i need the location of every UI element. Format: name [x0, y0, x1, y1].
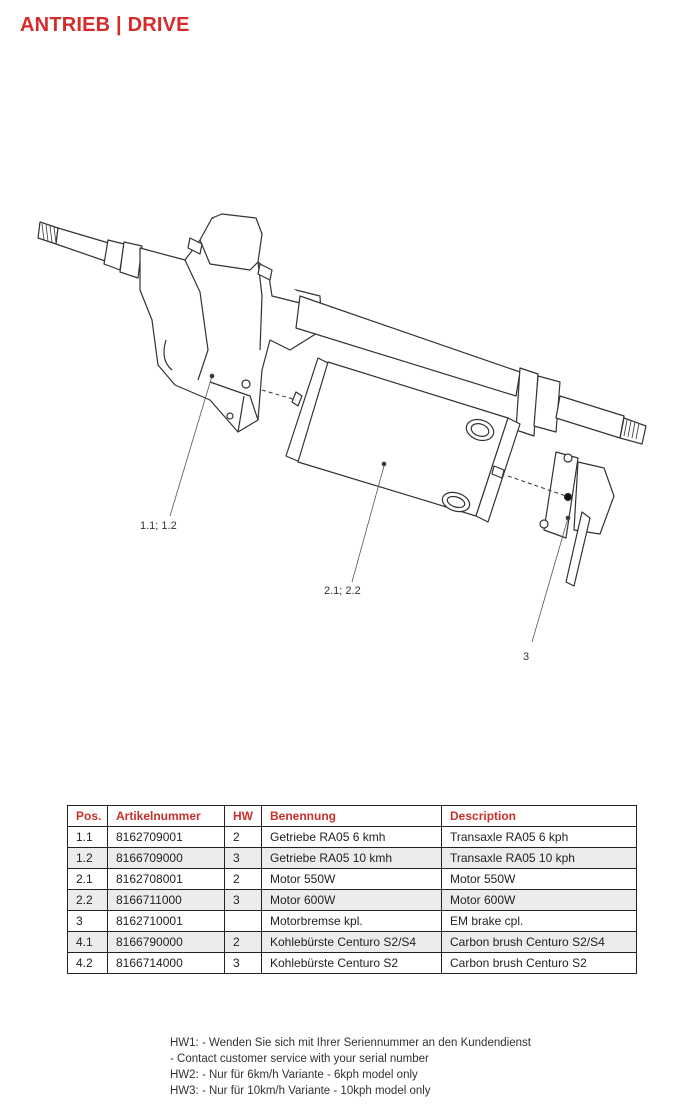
callout-3: 3	[523, 651, 530, 663]
col-header-artikelnummer: Artikelnummer	[107, 805, 225, 827]
cell-artikelnummer: 8166709000	[107, 847, 225, 869]
cell-hw: 2	[224, 868, 262, 890]
cell-benennung: Motor 550W	[261, 868, 442, 890]
cell-description: Carbon brush Centuro S2/S4	[441, 931, 637, 953]
cell-pos: 4.1	[67, 931, 108, 953]
footnote-hw1-en: - Contact customer service with your ser…	[170, 1053, 429, 1065]
col-header-description: Description	[441, 805, 637, 827]
exploded-drive-drawing	[0, 200, 690, 680]
col-header-benennung: Benennung	[261, 805, 442, 827]
cell-benennung: Motor 600W	[261, 889, 442, 911]
cell-artikelnummer: 8162710001	[107, 910, 225, 932]
cell-artikelnummer: 8166714000	[107, 952, 225, 974]
drive-assembly-illustration	[37, 213, 647, 643]
callout-1: 1.1; 1.2	[140, 520, 177, 532]
table-row: 4.2 8166714000 3 Kohlebürste Centuro S2 …	[67, 952, 637, 974]
table-header-row: Pos. Artikelnummer HW Benennung Descript…	[67, 805, 637, 827]
cell-benennung: Getriebe RA05 10 kmh	[261, 847, 442, 869]
cell-pos: 1.1	[67, 826, 108, 848]
cell-description: Motor 600W	[441, 889, 637, 911]
cell-description: Carbon brush Centuro S2	[441, 952, 637, 974]
table-row: 3 8162710001 Motorbremse kpl. EM brake c…	[67, 910, 637, 932]
cell-hw: 3	[224, 952, 262, 974]
right-axle-shaft	[295, 295, 647, 445]
cell-pos: 2.2	[67, 889, 108, 911]
table-row: 1.1 8162709001 2 Getriebe RA05 6 kmh Tra…	[67, 826, 637, 848]
table-row: 4.1 8166790000 2 Kohlebürste Centuro S2/…	[67, 931, 637, 953]
cell-benennung: Kohlebürste Centuro S2	[261, 952, 442, 974]
cell-description: Transaxle RA05 6 kph	[441, 826, 637, 848]
motor-body	[285, 357, 521, 523]
cell-pos: 1.2	[67, 847, 108, 869]
cell-artikelnummer: 8166711000	[107, 889, 225, 911]
cell-hw: 2	[224, 826, 262, 848]
cell-pos: 4.2	[67, 952, 108, 974]
cell-hw: 2	[224, 931, 262, 953]
cell-description: Transaxle RA05 10 kph	[441, 847, 637, 869]
cell-pos: 3	[67, 910, 108, 932]
cell-artikelnummer: 8162709001	[107, 826, 225, 848]
cell-benennung: Motorbremse kpl.	[261, 910, 442, 932]
cell-benennung: Kohlebürste Centuro S2/S4	[261, 931, 442, 953]
table-row: 1.2 8166709000 3 Getriebe RA05 10 kmh Tr…	[67, 847, 637, 869]
callout-2: 2.1; 2.2	[324, 585, 361, 597]
footnotes: HW1: - Wenden Sie sich mit Ihrer Serienn…	[170, 1035, 531, 1099]
cell-pos: 2.1	[67, 868, 108, 890]
cell-artikelnummer: 8162708001	[107, 868, 225, 890]
footnote-hw3: HW3: - Nur für 10km/h Variante - 10kph m…	[170, 1085, 431, 1097]
em-brake	[539, 451, 615, 587]
footnote-hw1: HW1: - Wenden Sie sich mit Ihrer Serienn…	[170, 1037, 531, 1049]
cell-description: EM brake cpl.	[441, 910, 637, 932]
footnote-hw2: HW2: - Nur für 6km/h Variante - 6kph mod…	[170, 1069, 418, 1081]
table-row: 2.2 8166711000 3 Motor 600W Motor 600W	[67, 889, 637, 911]
cell-hw: 3	[224, 889, 262, 911]
cell-hw: 3	[224, 847, 262, 869]
left-axle-shaft	[37, 221, 143, 279]
page-title: ANTRIEB | DRIVE	[20, 14, 190, 36]
cell-description: Motor 550W	[441, 868, 637, 890]
col-header-pos: Pos.	[67, 805, 108, 827]
cell-artikelnummer: 8166790000	[107, 931, 225, 953]
table-row: 2.1 8162708001 2 Motor 550W Motor 550W	[67, 868, 637, 890]
cell-hw	[224, 910, 262, 932]
col-header-hw: HW	[224, 805, 262, 827]
parts-table: Pos. Artikelnummer HW Benennung Descript…	[67, 805, 637, 974]
cell-benennung: Getriebe RA05 6 kmh	[261, 826, 442, 848]
